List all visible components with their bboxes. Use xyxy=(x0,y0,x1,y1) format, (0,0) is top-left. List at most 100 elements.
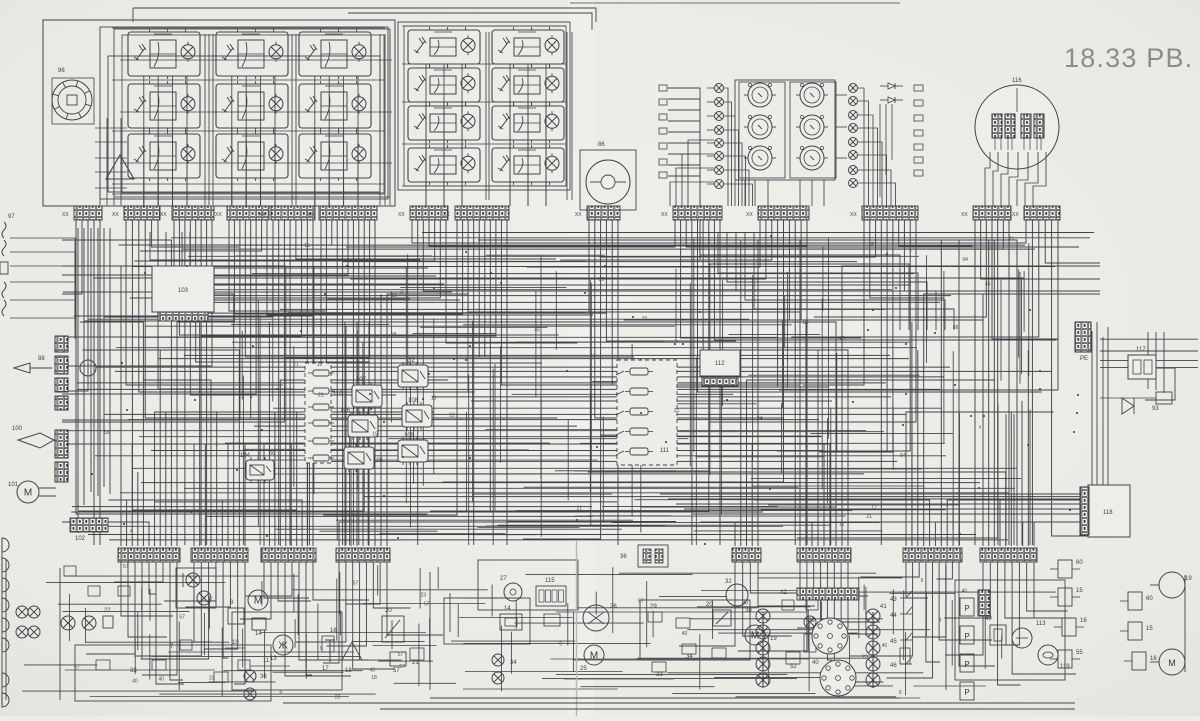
svg-text:36: 36 xyxy=(620,554,627,560)
svg-text:5: 5 xyxy=(899,690,902,696)
svg-text:XX: XX xyxy=(961,212,968,218)
svg-text:XX: XX xyxy=(1012,212,1019,218)
svg-text:13: 13 xyxy=(270,656,277,662)
svg-text:14: 14 xyxy=(504,606,511,612)
svg-text:103: 103 xyxy=(178,288,189,294)
svg-text:19: 19 xyxy=(770,636,777,642)
svg-text:19: 19 xyxy=(1185,576,1192,582)
svg-text:P: P xyxy=(964,688,969,697)
svg-text:119: 119 xyxy=(1060,664,1070,670)
svg-text:10: 10 xyxy=(232,640,239,646)
svg-text:40: 40 xyxy=(158,677,164,683)
svg-text:17: 17 xyxy=(322,666,329,672)
svg-text:29: 29 xyxy=(650,604,657,610)
svg-text:23: 23 xyxy=(209,676,215,682)
svg-text:x: x xyxy=(909,248,912,254)
svg-text:16: 16 xyxy=(1080,618,1087,624)
svg-text:12: 12 xyxy=(317,362,323,368)
svg-text:11: 11 xyxy=(263,658,270,664)
svg-text:15: 15 xyxy=(1146,626,1153,632)
svg-text:33: 33 xyxy=(130,668,137,674)
svg-text:M: M xyxy=(751,631,759,642)
svg-text:5: 5 xyxy=(921,578,924,584)
svg-text:44: 44 xyxy=(890,613,897,619)
svg-text:40: 40 xyxy=(132,679,138,685)
svg-text:34: 34 xyxy=(510,660,517,666)
svg-text:12: 12 xyxy=(449,413,455,419)
svg-text:45: 45 xyxy=(534,327,540,333)
svg-text:21: 21 xyxy=(412,660,419,666)
svg-text:15: 15 xyxy=(1076,588,1083,594)
svg-text:PE: PE xyxy=(1080,356,1088,362)
svg-text:94: 94 xyxy=(900,453,906,459)
svg-text:117: 117 xyxy=(1136,347,1146,353)
svg-text:15: 15 xyxy=(431,396,437,402)
svg-text:49: 49 xyxy=(985,616,992,622)
svg-text:32: 32 xyxy=(725,579,732,585)
svg-text:109: 109 xyxy=(404,433,415,439)
svg-text:118: 118 xyxy=(1103,510,1113,516)
svg-text:112: 112 xyxy=(715,361,725,367)
svg-text:15: 15 xyxy=(598,277,604,283)
svg-text:105: 105 xyxy=(373,458,384,464)
svg-text:12: 12 xyxy=(839,521,845,527)
svg-text:57: 57 xyxy=(399,664,405,670)
svg-text:38: 38 xyxy=(745,608,752,614)
svg-text:57: 57 xyxy=(398,652,404,658)
svg-text:21: 21 xyxy=(674,408,680,414)
svg-text:40: 40 xyxy=(742,601,748,607)
svg-text:57: 57 xyxy=(179,615,185,621)
svg-text:27: 27 xyxy=(500,576,507,582)
svg-text:XX: XX xyxy=(661,212,668,218)
svg-text:94: 94 xyxy=(757,416,763,422)
svg-text:XX: XX xyxy=(215,212,222,218)
svg-text:45: 45 xyxy=(890,639,897,645)
svg-text:XX: XX xyxy=(259,212,266,218)
svg-text:XX: XX xyxy=(112,212,119,218)
svg-text:9: 9 xyxy=(939,617,942,623)
svg-text:20: 20 xyxy=(706,602,713,608)
svg-text:XX: XX xyxy=(160,212,167,218)
svg-text:25: 25 xyxy=(580,666,587,672)
svg-text:9: 9 xyxy=(279,691,282,697)
svg-text:34: 34 xyxy=(686,654,693,660)
svg-text:9: 9 xyxy=(320,646,323,652)
svg-text:M: M xyxy=(1168,658,1176,668)
svg-text:16: 16 xyxy=(1150,656,1157,662)
svg-text:106: 106 xyxy=(340,408,351,414)
svg-text:x: x xyxy=(979,424,982,430)
svg-text:22: 22 xyxy=(104,608,111,614)
svg-text:107: 107 xyxy=(356,377,367,383)
svg-text:55: 55 xyxy=(1076,650,1083,656)
svg-text:46: 46 xyxy=(890,663,897,669)
svg-text:x: x xyxy=(400,290,403,296)
svg-text:57: 57 xyxy=(393,668,400,674)
svg-text:P: P xyxy=(964,604,969,613)
svg-text:XX: XX xyxy=(850,212,857,218)
svg-text:111: 111 xyxy=(660,448,670,454)
svg-text:12: 12 xyxy=(871,505,877,511)
svg-text:15: 15 xyxy=(304,243,310,249)
svg-text:40: 40 xyxy=(682,631,688,637)
svg-text:40: 40 xyxy=(882,643,888,649)
svg-text:16: 16 xyxy=(330,628,337,634)
svg-text:XX: XX xyxy=(575,212,582,218)
svg-text:15: 15 xyxy=(868,242,874,248)
svg-text:57: 57 xyxy=(424,602,430,608)
svg-text:33: 33 xyxy=(656,672,663,678)
svg-text:21: 21 xyxy=(577,505,583,511)
svg-text:41: 41 xyxy=(880,604,887,610)
svg-text:40: 40 xyxy=(812,660,819,666)
svg-text:Ж: Ж xyxy=(278,641,288,652)
svg-text:18: 18 xyxy=(345,668,352,674)
svg-text:102: 102 xyxy=(75,536,86,542)
svg-text:43: 43 xyxy=(890,597,897,603)
svg-text:20: 20 xyxy=(385,608,392,614)
svg-text:101: 101 xyxy=(8,482,19,488)
svg-text:86: 86 xyxy=(953,325,959,331)
svg-text:60: 60 xyxy=(1146,596,1153,602)
svg-text:23: 23 xyxy=(862,655,868,661)
svg-text:86: 86 xyxy=(598,142,605,148)
svg-text:97: 97 xyxy=(8,214,15,220)
svg-text:21: 21 xyxy=(293,361,299,367)
